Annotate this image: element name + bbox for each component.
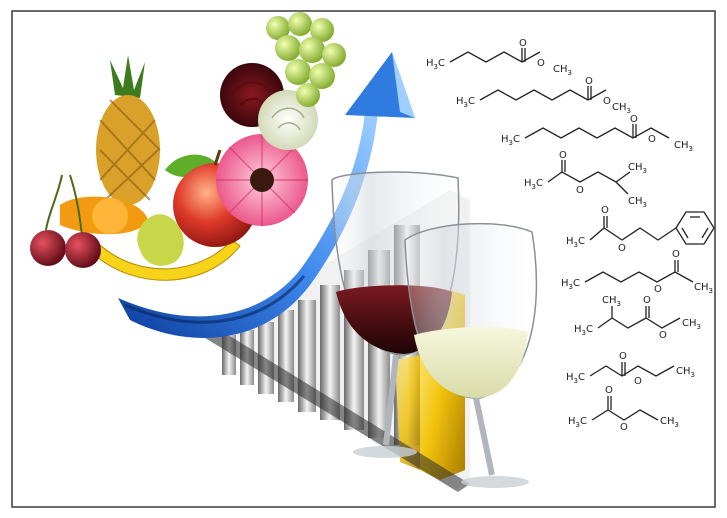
atom-h3c: H3C <box>524 178 543 191</box>
atom-o-carbonyl: O <box>605 385 613 396</box>
pink-gerbera-icon <box>216 134 308 226</box>
molecule-ethyl-decanoate <box>524 124 670 139</box>
atom-o-ester: O <box>603 96 611 107</box>
atom-h3c: H3C <box>501 134 520 147</box>
pineapple-icon <box>96 55 161 205</box>
atom-ch3: CH3 <box>553 64 572 77</box>
molecule-ethyl-octanoate <box>479 86 607 101</box>
atom-h3c: H3C <box>566 372 585 385</box>
atom-h3c: H3C <box>561 278 580 291</box>
atom-o-ester: O <box>659 330 667 341</box>
molecule-ethyl-hexanoate <box>449 48 541 63</box>
atom-o-carbonyl: O <box>672 249 680 260</box>
white-wine-glass-icon <box>404 222 538 488</box>
flowers-group <box>216 12 346 226</box>
atom-o-carbonyl: O <box>619 351 627 362</box>
atom-o-carbonyl: O <box>585 76 593 87</box>
atom-o-carbonyl: O <box>559 150 567 161</box>
atom-o-carbonyl: O <box>630 114 638 125</box>
atom-o-ester: O <box>620 422 628 433</box>
atom-o-ester: O <box>537 58 545 69</box>
image-frame <box>11 10 716 508</box>
atom-ch3: CH3 <box>694 282 713 295</box>
atom-o-ester: O <box>634 376 642 387</box>
atom-h3c: H3C <box>456 96 475 109</box>
atom-h3c: H3C <box>574 324 593 337</box>
green-grapes-icon <box>266 12 346 107</box>
banana-icon <box>94 239 241 281</box>
atom-ch3: CH3 <box>660 416 679 429</box>
atom-o-ester: O <box>648 134 656 145</box>
atom-ch3-bottom: CH3 <box>628 196 647 209</box>
orange-icon <box>60 196 148 235</box>
molecules-group <box>449 48 715 421</box>
atom-ch3: CH3 <box>676 366 695 379</box>
atom-o-carbonyl: O <box>643 295 651 306</box>
molecule-ethyl-isovalerate <box>597 306 681 329</box>
atom-ch3-top: CH3 <box>628 162 647 175</box>
atom-ch3: CH3 <box>612 102 631 115</box>
molecule-phenylethyl-acetate <box>589 211 715 245</box>
atom-h3c: H3C <box>566 236 585 249</box>
atom-labels: H3C O O CH3 H3C O O CH3 H3C O O CH3 H3C … <box>426 38 713 433</box>
atom-o-ester: O <box>654 284 662 295</box>
atom-ch3: CH3 <box>674 140 693 153</box>
molecule-ethyl-propanoate <box>591 396 659 421</box>
atom-h3c: H3C <box>568 416 587 429</box>
atom-o-carbonyl: O <box>519 38 527 49</box>
atom-ch3: CH3 <box>682 318 701 331</box>
atom-h3c: H3C <box>426 58 445 71</box>
atom-o-ester: O <box>618 243 626 254</box>
blue-rising-arrow-icon <box>118 52 415 338</box>
atom-o-ester: O <box>576 185 584 196</box>
pear-icon <box>137 214 184 266</box>
molecule-hexyl-acetate <box>584 260 694 283</box>
molecule-isoamyl-acetate <box>547 160 631 195</box>
cherries-icon <box>30 174 101 268</box>
atom-ch3-branch: CH3 <box>602 295 621 308</box>
molecule-ethyl-butanoate <box>589 362 675 377</box>
atom-o-carbonyl: O <box>601 205 609 216</box>
